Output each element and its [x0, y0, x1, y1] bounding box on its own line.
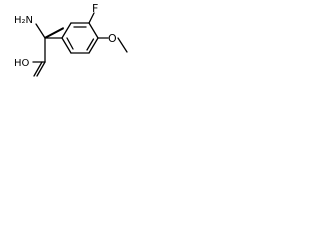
methoxy-oxygen-label: O — [108, 32, 117, 45]
ring-bond-6 — [61, 37, 72, 54]
bond-carbonyl-2 — [33, 61, 43, 77]
amine-label: H₂N — [14, 15, 33, 26]
molecule-structure: H₂N F O HO — [14, 2, 128, 77]
methyl-wedge-bond — [45, 27, 64, 39]
ring-bond-3 — [88, 22, 99, 39]
ring-bond-1 — [61, 22, 72, 39]
bond-c-n — [35, 23, 46, 39]
hydroxyl-label: HO — [14, 58, 30, 69]
ring-double-2 — [86, 38, 95, 51]
fluorine-label: F — [92, 2, 98, 15]
bond-c-f — [88, 12, 95, 24]
bond-carbonyl — [36, 61, 46, 77]
ring-bond-4 — [88, 37, 99, 54]
ring-double-3 — [66, 37, 74, 50]
bond-o-methyl — [117, 37, 128, 53]
